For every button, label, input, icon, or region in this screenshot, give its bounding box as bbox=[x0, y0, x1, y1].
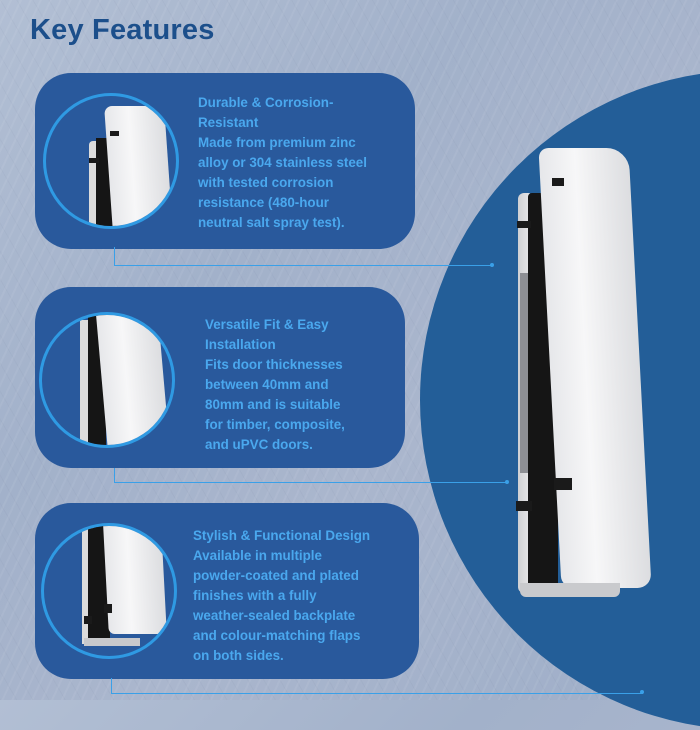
letter-plate-top-closeup-icon bbox=[43, 93, 179, 229]
feature-text: Stylish & Functional Design Available in… bbox=[193, 528, 371, 663]
page-title: Key Features bbox=[30, 14, 215, 46]
plate-clip bbox=[104, 604, 112, 613]
connector-dot-3 bbox=[640, 690, 644, 694]
plate-clip bbox=[110, 131, 119, 136]
plate-flap bbox=[104, 106, 174, 226]
feature-card-versatile: Versatile Fit & Easy Installation Fits d… bbox=[35, 287, 405, 468]
connector-line-1 bbox=[114, 247, 493, 266]
product-spring bbox=[520, 273, 528, 473]
connector-line-2 bbox=[114, 468, 508, 483]
connector-line-3 bbox=[111, 678, 643, 694]
connector-dot-1 bbox=[490, 263, 494, 267]
feature-text: Durable & Corrosion- Resistant Made from… bbox=[198, 95, 367, 230]
product-clip-top bbox=[552, 178, 564, 186]
plate-side bbox=[80, 320, 90, 445]
plate-base bbox=[84, 638, 140, 646]
plate-flap bbox=[103, 526, 167, 634]
plate-clip bbox=[89, 158, 99, 163]
feature-card-durable: Durable & Corrosion- Resistant Made from… bbox=[35, 73, 415, 249]
product-clip-bottom bbox=[516, 501, 532, 511]
letter-plate-middle-closeup-icon bbox=[39, 312, 175, 448]
product-base bbox=[520, 583, 620, 597]
product-clip-lower bbox=[554, 478, 572, 490]
letter-plate-bottom-closeup-icon bbox=[41, 523, 177, 659]
feature-text: Versatile Fit & Easy Installation Fits d… bbox=[205, 317, 345, 452]
plate-clip bbox=[84, 616, 92, 624]
product-clip-side bbox=[517, 221, 531, 228]
plate-flap bbox=[96, 315, 170, 445]
letter-plate-product-icon bbox=[514, 143, 652, 613]
connector-dot-2 bbox=[505, 480, 509, 484]
feature-card-stylish: Stylish & Functional Design Available in… bbox=[35, 503, 419, 679]
